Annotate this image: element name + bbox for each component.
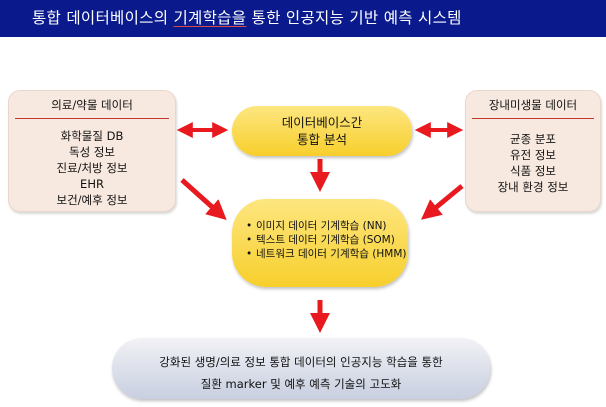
list-item: 화학물질 DB (60, 129, 124, 143)
list-item: 유전 정보 (510, 148, 556, 162)
left-diagonal-arrow (180, 178, 227, 221)
gut-microbiome-data-list: 균종 분포 유전 정보 식품 정보 장내 환경 정보 (466, 119, 600, 195)
ml-item-label: 텍스트 데이터 기계학습 (SOM) (256, 234, 395, 246)
medical-drug-data-list: 화학물질 DB 독성 정보 진료/처방 정보 EHR 보건/예후 정보 (9, 119, 175, 208)
right-diagonal-arrow (421, 184, 464, 220)
list-item: 진료/처방 정보 (56, 161, 128, 175)
medical-drug-data-header: 의료/약물 데이터 (15, 91, 169, 119)
goal-line1: 강화된 생명/의료 정보 통합 데이터의 인공지능 학습을 통한 (159, 355, 443, 369)
medical-drug-data-box: 의료/약물 데이터 화학물질 DB 독성 정보 진료/처방 정보 EHR 보건/… (8, 90, 176, 212)
ml-item-label: 이미지 데이터 기계학습 (NN) (256, 220, 387, 232)
machine-learning-box: •이미지 데이터 기계학습 (NN) •텍스트 데이터 기계학습 (SOM) •… (232, 199, 408, 287)
bullet-icon: • (246, 234, 253, 246)
title-text-highlight: 기계학습을 (173, 9, 247, 27)
ml-item: •텍스트 데이터 기계학습 (SOM) (246, 233, 408, 247)
integrated-analysis-line2: 통합 분석 (297, 132, 347, 147)
bullet-icon: • (246, 248, 253, 260)
list-item: 균종 분포 (510, 132, 556, 146)
title-text-before: 통합 데이터베이스의 (32, 9, 174, 27)
title-bar: 통합 데이터베이스의 기계학습을 통한 인공지능 기반 예측 시스템 (0, 0, 606, 37)
integrated-analysis-box: 데이터베이스간 통합 분석 (232, 106, 412, 156)
gut-microbiome-data-header: 장내미생물 데이터 (472, 91, 594, 119)
ml-item-label: 네트워크 데이터 기계학습 (HMM) (256, 248, 407, 260)
ml-item: •이미지 데이터 기계학습 (NN) (246, 219, 408, 233)
list-item: 장내 환경 정보 (497, 180, 569, 194)
bullet-icon: • (246, 220, 253, 232)
gut-microbiome-data-box: 장내미생물 데이터 균종 분포 유전 정보 식품 정보 장내 환경 정보 (465, 90, 601, 212)
integrated-analysis-line1: 데이터베이스간 (281, 115, 363, 130)
list-item: 독성 정보 (69, 145, 115, 159)
ml-item: •네트워크 데이터 기계학습 (HMM) (246, 247, 408, 261)
goal-box: 강화된 생명/의료 정보 통합 데이터의 인공지능 학습을 통한 질환 mark… (112, 338, 490, 399)
title-text-after: 통한 인공지능 기반 예측 시스템 (246, 9, 462, 27)
list-item: 보건/예후 정보 (56, 193, 128, 207)
goal-line2: 질환 marker 및 예후 예측 기술의 고도화 (200, 377, 402, 391)
list-item: 식품 정보 (510, 164, 556, 178)
list-item: EHR (80, 177, 104, 191)
